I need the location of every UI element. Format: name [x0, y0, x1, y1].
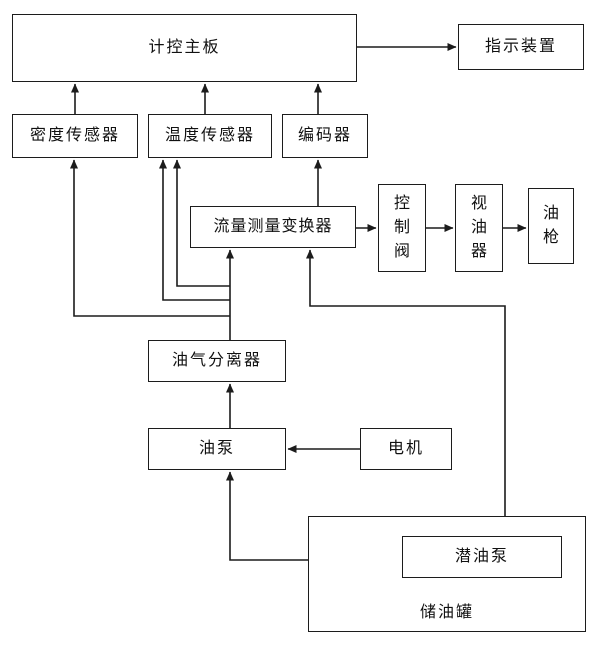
node-sight-glass: 视油器	[455, 184, 503, 272]
node-density-sensor: 密度传感器	[12, 114, 138, 158]
storage-tank-label: 储油罐	[419, 604, 474, 621]
node-label: 计控主板	[148, 39, 221, 57]
node-label: 控制阀	[393, 195, 410, 260]
node-label: 潜油泵	[454, 548, 509, 566]
node-label: 密度传感器	[29, 127, 120, 145]
node-label: 油枪	[542, 205, 559, 246]
node-flow-transducer: 流量测量变换器	[190, 206, 356, 248]
node-label: 电机	[387, 440, 424, 458]
node-motor: 电机	[360, 428, 452, 470]
node-control-valve: 控制阀	[378, 184, 426, 272]
node-label: 流量测量变换器	[213, 218, 333, 236]
edge-tank-transducer	[306, 249, 506, 516]
node-nozzle: 油枪	[528, 188, 574, 264]
node-label: 编码器	[297, 127, 352, 145]
node-separator: 油气分离器	[148, 340, 286, 382]
node-label: 油泵	[198, 440, 235, 458]
node-oil-pump: 油泵	[148, 428, 286, 470]
node-label: 指示装置	[484, 38, 557, 56]
node-label: 温度传感器	[164, 127, 255, 145]
node-mainboard: 计控主板	[12, 14, 357, 82]
node-label: 油气分离器	[171, 352, 262, 370]
node-encoder: 编码器	[282, 114, 368, 158]
node-indicator: 指示装置	[458, 24, 584, 70]
node-submersible-pump: 潜油泵	[402, 536, 562, 578]
edge-tank-pump	[226, 471, 308, 561]
node-label: 视油器	[470, 195, 487, 260]
node-temperature-sensor: 温度传感器	[148, 114, 272, 158]
